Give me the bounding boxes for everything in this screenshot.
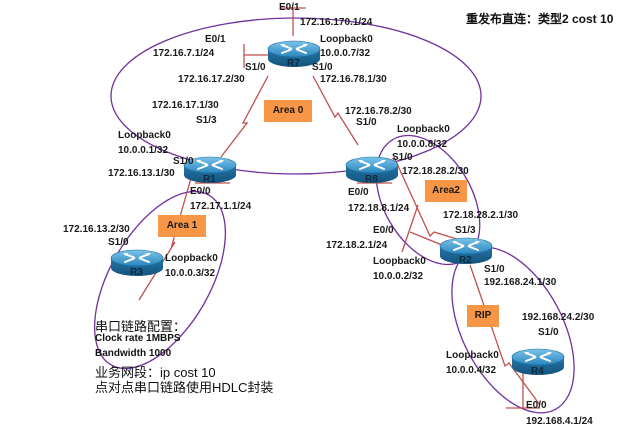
r7-e01-left-ip: 172.16.7.1/24 <box>153 48 215 59</box>
area0-badge: Area 0 <box>264 100 312 122</box>
r8-s10-bottom-name: S1/0 <box>392 152 413 163</box>
redistribution-note: 重发布直连：类型2 cost 10 <box>466 12 614 26</box>
hdlc-note: 点对点串口链路使用HDLC封装 <box>95 380 274 395</box>
r2-s13-name: S1/3 <box>455 225 476 236</box>
r3-loopback-ip: 10.0.0.3/32 <box>165 268 216 279</box>
r2-s10-name: S1/0 <box>484 264 505 275</box>
link-r8-r2 <box>393 156 461 241</box>
r7-s10-right-name: S1/0 <box>312 62 333 73</box>
svg-text:R3: R3 <box>130 267 143 278</box>
r8-s10-top-name: S1/0 <box>356 117 377 128</box>
svg-text:R4: R4 <box>531 366 544 377</box>
r7-loopback-ip: 10.0.0.7/32 <box>320 48 371 59</box>
r8-e00-ip: 172.18.8.1/24 <box>348 203 410 214</box>
r7-e01-left-name: E0/1 <box>205 34 226 45</box>
r2-e00-ip: 172.18.2.1/24 <box>326 240 388 251</box>
r1-s13-ip: 172.16.17.1/30 <box>152 100 219 111</box>
r7-e01-top-stub <box>280 7 306 36</box>
r4-e00-ip: 192.168.4.1/24 <box>526 416 593 427</box>
serial-config-heading: 串口链路配置： <box>95 319 187 334</box>
r2-loopback-ip: 10.0.0.2/32 <box>373 271 424 282</box>
area2-badge: Area2 <box>425 180 467 202</box>
r7-e01-left-stub <box>243 44 268 68</box>
r1-loopback-label: Loopback0 <box>118 130 171 141</box>
r3-s10-ip: 172.16.13.2/30 <box>63 224 130 235</box>
r1-e00-name: E0/0 <box>190 186 211 197</box>
r1-s10-ip: 172.16.13.1/30 <box>108 168 175 179</box>
r2-s10-ip: 192.168.24.1/30 <box>484 277 557 288</box>
svg-text:R8: R8 <box>365 174 378 185</box>
link-r7-r1 <box>220 75 269 158</box>
r2-e00-stub <box>401 204 443 253</box>
svg-text:R1: R1 <box>203 174 216 185</box>
router-r1[interactable]: R1 <box>183 156 237 185</box>
r1-e00-ip: 172.17.1.1/24 <box>190 201 252 212</box>
area0-boundary <box>110 17 482 175</box>
r4-s10-ip: 192.168.24.2/30 <box>522 312 595 323</box>
r3-s10-name: S1/0 <box>108 237 129 248</box>
svg-text:R7: R7 <box>287 58 300 69</box>
r3-loopback-label: Loopback0 <box>165 253 218 264</box>
r1-loopback-ip: 10.0.0.1/32 <box>118 145 169 156</box>
router-r8[interactable]: R8 <box>345 156 399 185</box>
r8-loopback-label: Loopback0 <box>397 124 450 135</box>
r4-e00-name: E0/0 <box>526 400 547 411</box>
r8-s10-top-ip: 172.16.78.2/30 <box>345 106 412 117</box>
link-r7-r8 <box>312 75 359 146</box>
ip-cost-note: 业务网段：ip cost 10 <box>95 365 216 380</box>
r4-s10-name: S1/0 <box>538 327 559 338</box>
svg-text:R2: R2 <box>459 255 472 266</box>
r7-s10-left-ip: 172.16.17.2/30 <box>178 74 245 85</box>
r1-s13-name: S1/3 <box>196 115 217 126</box>
r4-e00-stub <box>506 370 540 409</box>
r7-e01-top-ip: 172.16.170.1/24 <box>300 17 373 28</box>
r4-loopback-ip: 10.0.0.4/32 <box>446 365 497 376</box>
r7-e01-top-name: E0/1 <box>279 2 300 13</box>
r1-s10-name: S1/0 <box>173 156 194 167</box>
r7-s10-left-name: S1/0 <box>245 62 266 73</box>
router-r2[interactable]: R2 <box>439 237 493 266</box>
r8-e00-name: E0/0 <box>348 187 369 198</box>
router-r4[interactable]: R4 <box>511 348 565 377</box>
r8-s10-bottom-ip: 172.18.28.2/30 <box>402 166 469 177</box>
clock-rate-note: Clock rate 1MBPS <box>95 333 181 344</box>
rip-badge: RIP <box>467 305 499 327</box>
r8-loopback-ip: 10.0.0.8/32 <box>397 139 448 150</box>
bandwidth-note: Bandwidth 1000 <box>95 348 172 359</box>
r2-e00-name: E0/0 <box>373 225 394 236</box>
r7-loopback-label: Loopback0 <box>320 34 373 45</box>
area1-badge: Area 1 <box>158 215 206 237</box>
r2-s13-ip: 172.18.28.2.1/30 <box>443 210 519 221</box>
router-r7[interactable]: R7 <box>267 40 321 69</box>
router-r3[interactable]: R3 <box>110 249 164 278</box>
r2-loopback-label: Loopback0 <box>373 256 426 267</box>
r7-s10-right-ip: 172.16.78.1/30 <box>320 74 387 85</box>
r4-loopback-label: Loopback0 <box>446 350 499 361</box>
